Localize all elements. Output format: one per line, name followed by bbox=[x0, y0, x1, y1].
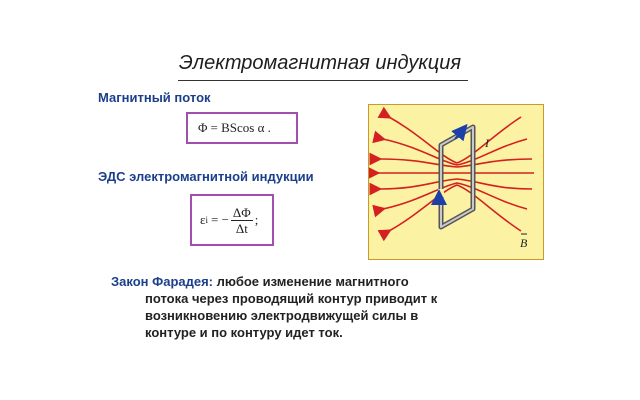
law-line-2: потока через проводящий контур приводит … bbox=[145, 291, 438, 306]
flux-label: Магнитный поток bbox=[98, 90, 211, 105]
field-line bbox=[377, 184, 522, 242]
law-line-3: возникновению электродвижущей силы в bbox=[145, 308, 419, 323]
emf-tail: ; bbox=[254, 212, 259, 227]
law-line-4: контуре и по контуру идет ток. bbox=[145, 325, 343, 340]
conductor-frame bbox=[438, 124, 476, 230]
emf-fraction: ΔΦ Δt bbox=[230, 204, 253, 236]
field-line bbox=[369, 152, 533, 168]
emf-subscript: i bbox=[205, 215, 208, 225]
emf-label: ЭДС электромагнитной индукции bbox=[98, 169, 314, 184]
flux-formula-box: Φ = BScos α . bbox=[186, 112, 298, 144]
field-label: B bbox=[520, 236, 528, 250]
flux-symbol: Φ bbox=[198, 120, 208, 135]
field-line bbox=[369, 178, 533, 196]
emf-symbol: ε bbox=[200, 212, 206, 227]
faraday-law-lead: Закон Фарадея: bbox=[111, 274, 214, 289]
current-label: I bbox=[484, 136, 490, 150]
field-lines bbox=[367, 106, 534, 242]
emf-numerator: ΔΦ bbox=[230, 204, 253, 221]
faraday-law-text: Закон Фарадея: любое изменение магнитног… bbox=[111, 273, 531, 341]
field-line bbox=[377, 106, 522, 164]
field-lines-svg: I B bbox=[367, 106, 534, 250]
induction-diagram: I B bbox=[367, 104, 544, 260]
field-line bbox=[372, 182, 528, 218]
emf-denominator: Δt bbox=[235, 220, 248, 236]
title-underline bbox=[178, 80, 468, 81]
current-arrow-icon bbox=[451, 123, 468, 142]
law-line-1: любое изменение магнитного bbox=[213, 274, 409, 289]
field-line bbox=[372, 130, 528, 166]
flux-rhs: = BScos α . bbox=[210, 120, 271, 135]
slide-title: Электромагнитная индукция bbox=[178, 52, 462, 74]
emf-equals: = − bbox=[210, 212, 229, 227]
